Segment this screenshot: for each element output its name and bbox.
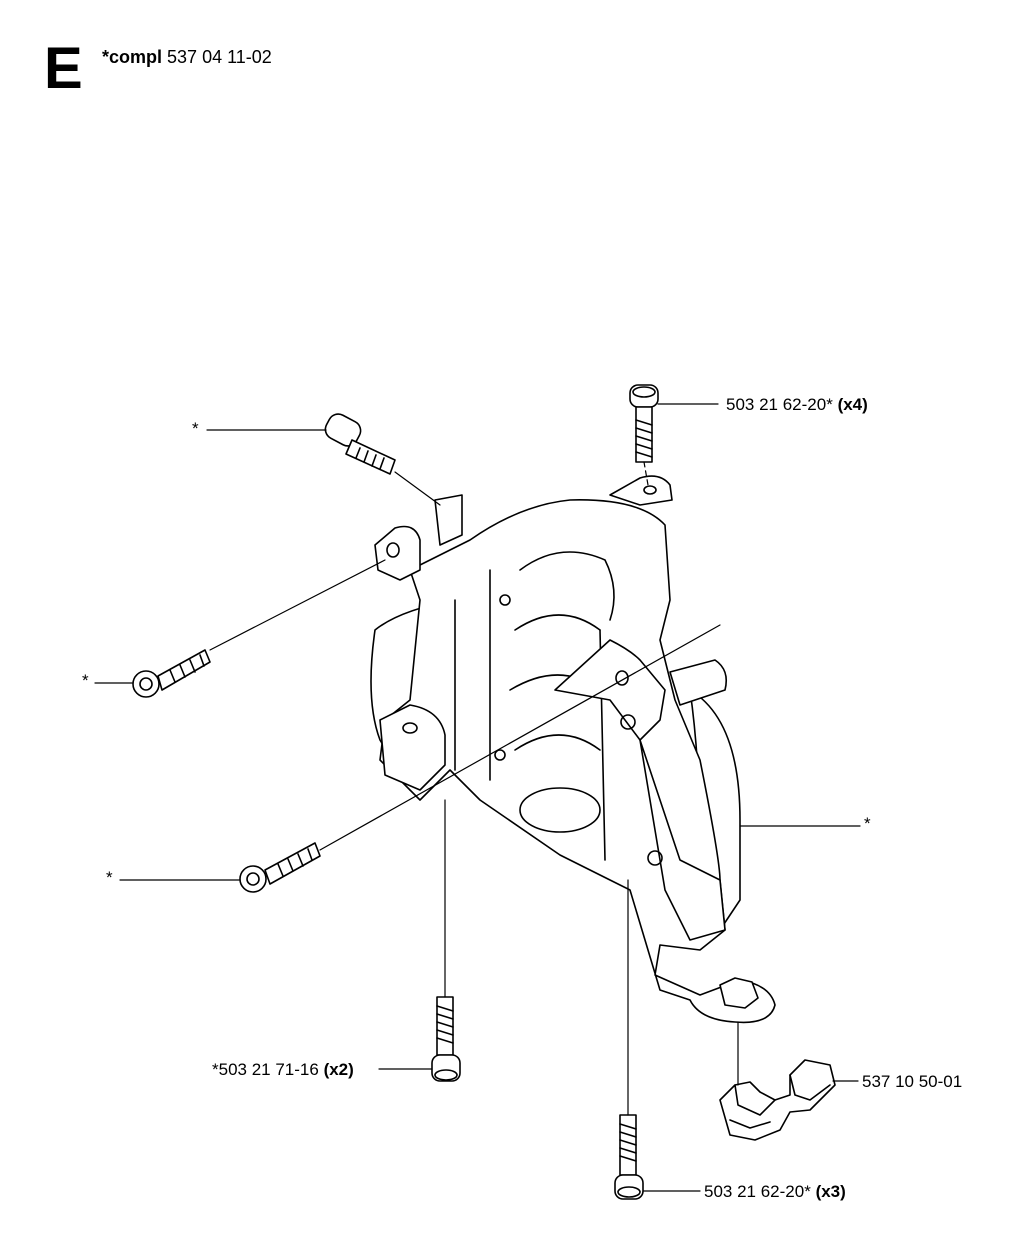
callout-screw-mid-left: *	[82, 672, 89, 689]
compl-number: 537 04 11-02	[167, 47, 272, 67]
callout-part: *	[82, 671, 89, 690]
callout-part: 503 21 62-20*	[726, 395, 833, 414]
callout-part: 537 10 50-01	[862, 1072, 963, 1091]
screw-bottom-left-icon[interactable]	[431, 996, 461, 1082]
screw-upper-left-icon[interactable]	[322, 411, 396, 475]
callout-screw-upper-left: *	[192, 420, 199, 437]
callout-part: *	[192, 419, 199, 438]
clip-icon[interactable]	[719, 1059, 836, 1141]
screw-top-icon[interactable]	[629, 384, 659, 463]
callout-qty: (x3)	[815, 1182, 846, 1201]
callout-housing: *	[864, 815, 871, 832]
housing-part[interactable]	[370, 475, 776, 1024]
callout-part: 503 21 62-20*	[704, 1182, 811, 1201]
screw-mid-left-icon[interactable]	[132, 649, 211, 698]
section-letter: E	[44, 36, 83, 101]
callout-qty: (x2)	[323, 1060, 354, 1079]
assembly-header: *compl 537 04 11-02	[102, 47, 272, 68]
leader-lines	[94, 403, 861, 1192]
callout-part: *503 21 71-16	[212, 1060, 319, 1079]
callout-screw-bottom-left: *503 21 71-16 (x2)	[212, 1061, 354, 1078]
compl-label: *compl	[102, 47, 163, 67]
callout-screw-top: 503 21 62-20* (x4)	[726, 396, 868, 413]
callout-screw-lower-left: *	[106, 869, 113, 886]
callout-clip: 537 10 50-01	[862, 1073, 962, 1090]
callout-screw-bottom-right: 503 21 62-20* (x3)	[704, 1183, 846, 1200]
callout-qty: (x4)	[837, 395, 868, 414]
screw-lower-left-icon[interactable]	[239, 842, 321, 893]
callout-part: *	[864, 814, 871, 833]
screw-bottom-right-icon[interactable]	[614, 1114, 644, 1200]
callout-part: *	[106, 868, 113, 887]
